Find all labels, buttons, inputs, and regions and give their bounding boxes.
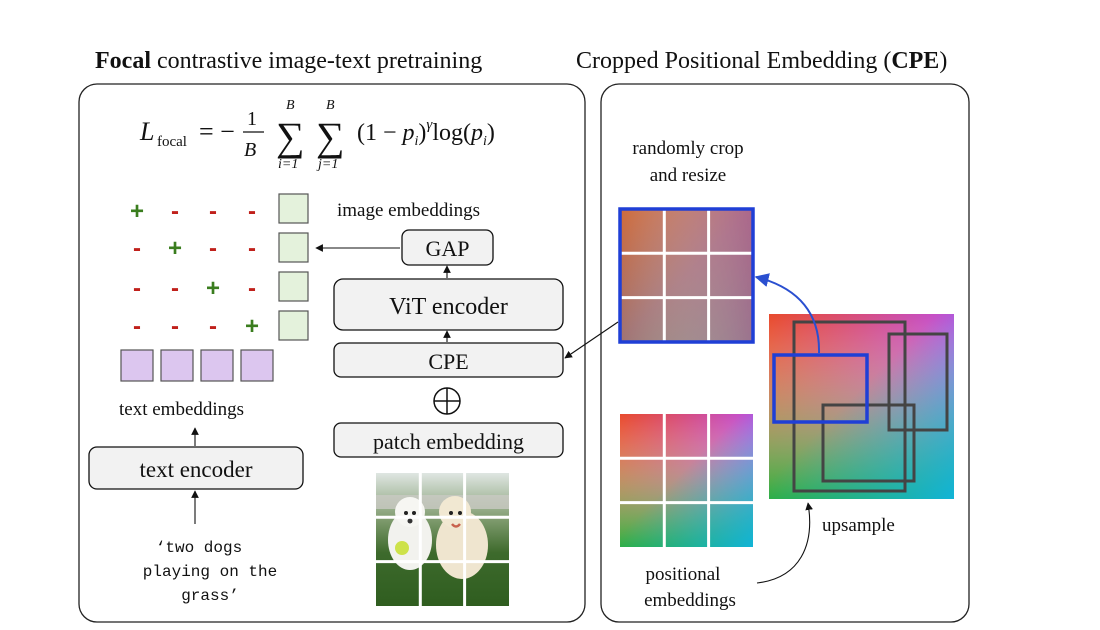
matrix-cell-3-4: - xyxy=(248,275,256,302)
cropped-grid-border xyxy=(618,207,755,344)
formula-p2: p xyxy=(469,120,483,146)
patch-embedding-box xyxy=(333,422,564,458)
crop-resize-arrow xyxy=(754,273,821,354)
text-embedding-2 xyxy=(160,349,194,382)
matrix-cell-1-4: - xyxy=(248,198,256,225)
upsampled-embedding xyxy=(769,314,954,499)
dog-photo-image xyxy=(376,473,509,606)
crop-label-line-1: randomly crop xyxy=(632,138,743,159)
formula-sum2-top: B xyxy=(326,98,335,113)
caption-line-2: playing on the xyxy=(143,563,277,581)
formula-lhs: L xyxy=(139,117,154,146)
matrix-cell-4-4: + xyxy=(245,313,259,340)
matrix-cell-2-2: + xyxy=(168,235,182,262)
patch-embedding-label: patch embedding xyxy=(373,429,524,454)
positional-embedding-grid xyxy=(620,414,753,547)
formula-sub-i2: i xyxy=(483,134,487,149)
formula-sum1-top: B xyxy=(286,98,295,113)
matrix-cell-3-2: - xyxy=(171,275,179,302)
focal-loss-formula: L focal = − 1 B B ∑ i=1 B ∑ j=1 (1 − pi)… xyxy=(139,98,495,172)
upsample-arrow xyxy=(756,502,813,584)
text-embedding-4 xyxy=(240,349,274,382)
right-panel-title: Cropped Positional Embedding (CPE) xyxy=(576,48,947,74)
matrix-cell-4-1: - xyxy=(133,313,141,340)
matrix-cell-1-2: - xyxy=(171,198,179,225)
formula-log: log( xyxy=(432,120,471,146)
text-encoder-label: text encoder xyxy=(139,457,252,482)
formula-gamma: γ xyxy=(426,117,433,133)
formula-close: ) xyxy=(487,120,495,146)
formula-body-a: (1 − xyxy=(357,120,403,146)
formula-body: (1 − pi)γlog(pi) xyxy=(357,117,495,149)
gap-label: GAP xyxy=(425,236,469,261)
matrix-cell-1-3: - xyxy=(209,198,217,225)
text-embedding-1 xyxy=(120,349,154,382)
image-embedding-column xyxy=(278,193,309,341)
left-title-rest: contrastive image-text pretraining xyxy=(151,48,482,74)
text-embedding-3 xyxy=(200,349,234,382)
caption-line-1: ‘two dogs xyxy=(156,539,242,557)
right-title-close: ) xyxy=(939,48,947,74)
formula-sum1-symbol: ∑ xyxy=(276,114,305,159)
upsample-label: upsample xyxy=(822,515,895,536)
contrastive-matrix: +----+----+----+ xyxy=(130,198,259,340)
crop-label-line-2: and resize xyxy=(650,165,726,186)
matrix-cell-2-3: - xyxy=(209,235,217,262)
image-embedding-2 xyxy=(278,232,309,263)
matrix-cell-3-3: + xyxy=(206,275,220,302)
matrix-cell-2-4: - xyxy=(248,235,256,262)
image-embedding-1 xyxy=(278,193,309,224)
formula-sum2-bot: j=1 xyxy=(316,157,338,172)
cpe-label: CPE xyxy=(428,349,468,374)
matrix-cell-1-1: + xyxy=(130,198,144,225)
gap-box xyxy=(401,229,494,266)
text-embedding-row xyxy=(120,349,274,382)
vit-encoder-box xyxy=(333,278,564,331)
formula-sub-i1: i xyxy=(415,134,419,149)
formula-eq: = − xyxy=(199,117,235,146)
positional-label-line-2: embeddings xyxy=(644,590,736,611)
matrix-cell-4-3: - xyxy=(209,313,217,340)
formula-body-b: ) xyxy=(418,120,426,146)
formula-sum2-symbol: ∑ xyxy=(316,114,345,159)
vit-encoder-label: ViT encoder xyxy=(389,294,508,320)
cropped-embedding-grid xyxy=(618,207,755,344)
text-embeddings-label: text embeddings xyxy=(119,399,244,420)
positional-label-line-1: positional xyxy=(646,564,721,585)
text-caption: ‘two dogs playing on the grass’ xyxy=(143,539,277,605)
matrix-cell-2-1: - xyxy=(133,235,141,262)
formula-frac-den: B xyxy=(244,139,256,161)
image-embedding-4 xyxy=(278,310,309,341)
matrix-cell-3-1: - xyxy=(133,275,141,302)
crop-box-2 xyxy=(887,332,949,432)
matrix-cell-4-2: - xyxy=(171,313,179,340)
formula-frac-num: 1 xyxy=(247,108,257,130)
image-embedding-3 xyxy=(278,271,309,302)
formula-p1: p xyxy=(401,120,415,146)
add-operator-icon xyxy=(433,387,461,415)
cpe-box xyxy=(333,342,564,378)
crop-to-cpe-arrow xyxy=(564,321,619,359)
right-panel-frame xyxy=(600,83,970,623)
right-title-rest: Cropped Positional Embedding ( xyxy=(576,48,891,74)
left-panel-title: Focal contrastive image-text pretraining xyxy=(95,48,482,74)
formula-lhs-sub: focal xyxy=(157,134,187,150)
left-panel-frame xyxy=(78,83,586,623)
left-title-bold: Focal xyxy=(95,48,151,74)
right-title-bold: CPE xyxy=(891,48,939,74)
caption-line-3: grass’ xyxy=(181,587,239,605)
image-embeddings-label: image embeddings xyxy=(337,200,480,221)
text-encoder-box xyxy=(88,446,304,490)
formula-sum1-bot: i=1 xyxy=(278,157,298,172)
selected-crop-box xyxy=(772,353,869,424)
